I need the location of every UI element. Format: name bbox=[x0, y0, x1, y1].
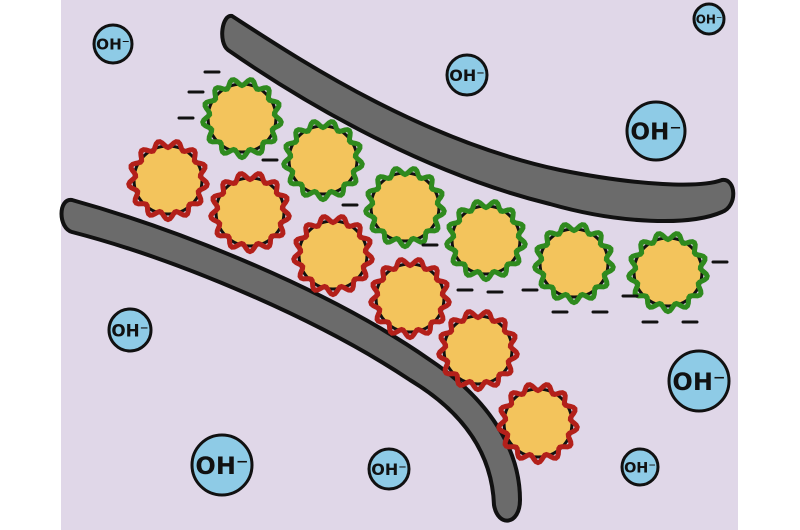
polymer-shell bbox=[200, 77, 284, 161]
hydroxide-ion: OH⁻ bbox=[92, 23, 134, 65]
polymer-shell bbox=[281, 119, 365, 203]
ion-label: OH⁻ bbox=[630, 119, 681, 146]
polymer-shell bbox=[208, 171, 292, 255]
polymer-shell bbox=[368, 257, 452, 341]
ion-circle bbox=[367, 447, 411, 491]
hydroxide-ion: OH⁻ bbox=[692, 2, 726, 36]
polymer-shell bbox=[126, 139, 210, 223]
ion-label: OH⁻ bbox=[96, 36, 130, 54]
red-particle bbox=[208, 171, 292, 255]
ion-label: OH⁻ bbox=[696, 13, 723, 27]
ion-circle bbox=[667, 349, 731, 413]
negative-charges bbox=[177, 70, 729, 324]
ion-circle bbox=[620, 447, 660, 487]
polymer-shell bbox=[363, 166, 447, 250]
green-particle bbox=[532, 222, 616, 306]
red-particle bbox=[496, 382, 580, 466]
green-particle bbox=[200, 77, 284, 161]
polymer-shell bbox=[532, 222, 616, 306]
hydroxide-ion: OH⁻ bbox=[190, 433, 254, 497]
hydroxide-ion: OH⁻ bbox=[620, 447, 660, 487]
green-particle bbox=[626, 231, 710, 315]
hydroxide-ion: OH⁻ bbox=[667, 349, 731, 413]
hydroxide-ion: OH⁻ bbox=[367, 447, 411, 491]
ion-label: OH⁻ bbox=[371, 460, 406, 479]
ion-label: OH⁻ bbox=[672, 368, 725, 396]
ion-circle bbox=[107, 307, 153, 353]
red-particle bbox=[368, 257, 452, 341]
green-particle bbox=[363, 166, 447, 250]
ion-circle bbox=[92, 23, 134, 65]
upper-tube-wall bbox=[220, 14, 736, 224]
red-particle bbox=[126, 139, 210, 223]
hydroxide-ion: OH⁻ bbox=[625, 100, 687, 162]
hydroxide-ions: OH⁻ OH⁻ OH⁻ OH⁻ OH⁻ OH⁻ OH⁻ OH⁻ OH⁻ bbox=[92, 2, 731, 497]
hydroxide-ion: OH⁻ bbox=[107, 307, 153, 353]
ion-label: OH⁻ bbox=[449, 66, 484, 85]
polymer-shell bbox=[626, 231, 710, 315]
ion-label: OH⁻ bbox=[111, 320, 148, 340]
ion-label: OH⁻ bbox=[624, 460, 656, 476]
green-particle bbox=[444, 199, 528, 283]
ion-label: OH⁻ bbox=[195, 452, 248, 480]
polymer-shell bbox=[291, 214, 375, 298]
particle-chains bbox=[126, 77, 710, 466]
hydroxide-ion: OH⁻ bbox=[445, 53, 489, 97]
red-particle bbox=[291, 214, 375, 298]
ion-circle bbox=[692, 2, 726, 36]
polymer-shell bbox=[436, 309, 520, 393]
polymer-shell bbox=[496, 382, 580, 466]
ion-circle bbox=[625, 100, 687, 162]
ion-circle bbox=[190, 433, 254, 497]
red-particle bbox=[436, 309, 520, 393]
polymer-shell bbox=[444, 199, 528, 283]
lower-tube-wall bbox=[59, 198, 523, 523]
ion-circle bbox=[445, 53, 489, 97]
green-particle bbox=[281, 119, 365, 203]
